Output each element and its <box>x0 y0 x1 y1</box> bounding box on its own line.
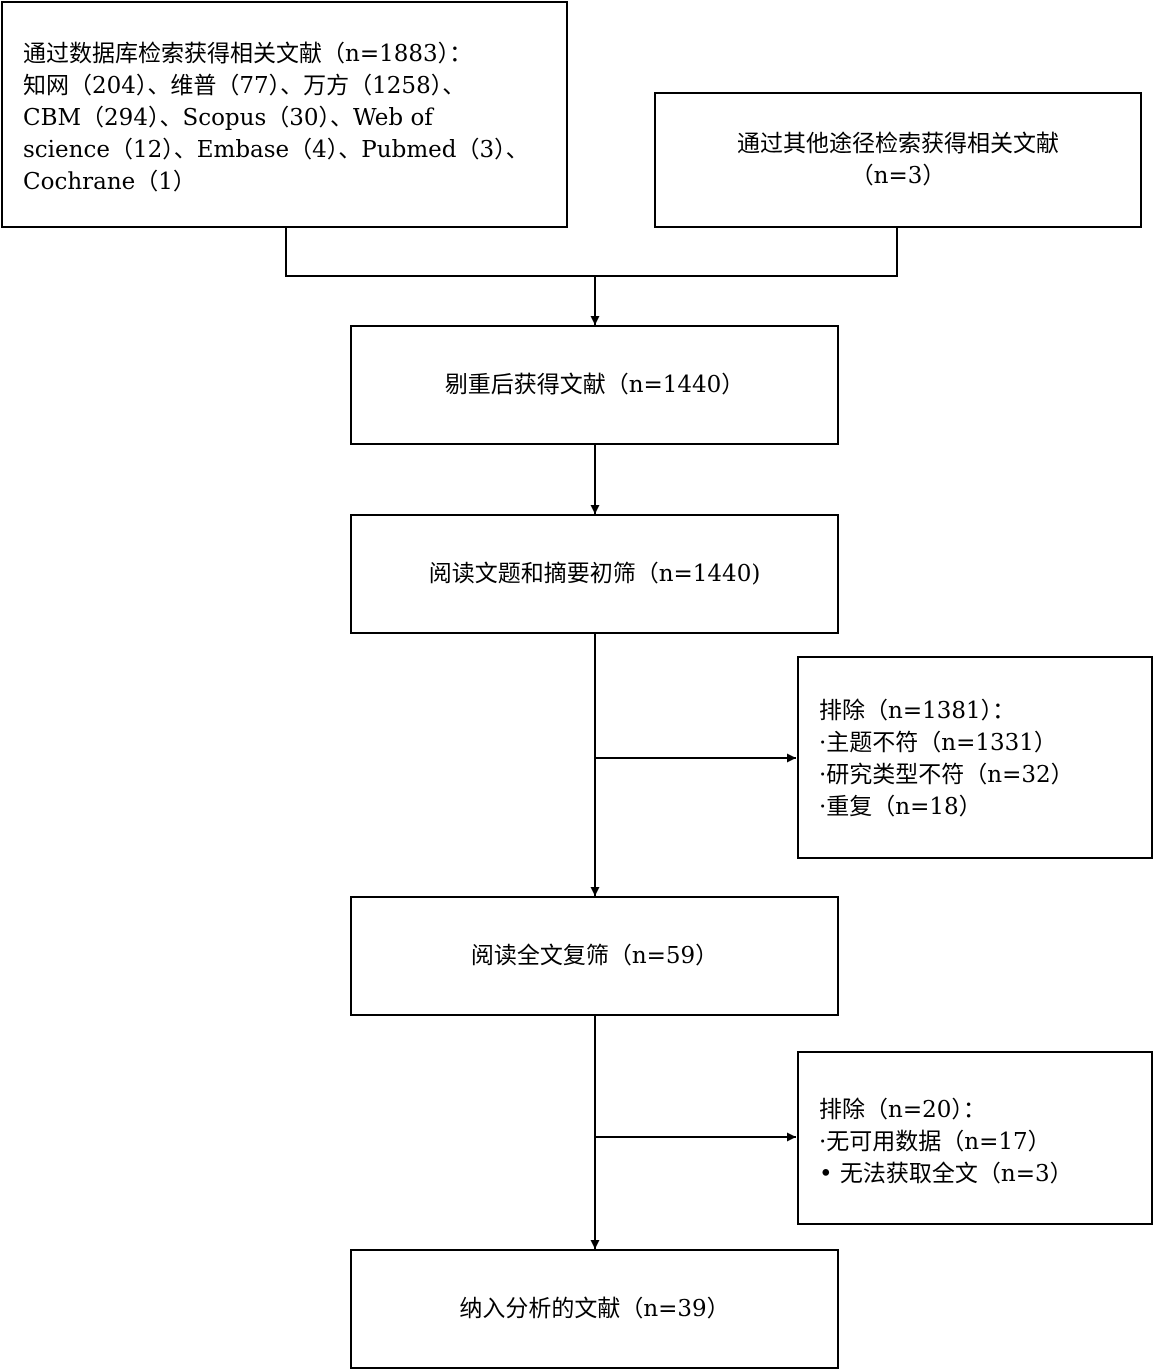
database-line-2: 知网（204）、维普（77）、万方（1258）、 <box>23 73 466 99</box>
database-line-3: CBM（294）、Scopus（30）、Web of <box>23 105 433 131</box>
fulltext-box: 阅读全文复筛（n=59） <box>350 896 839 1016</box>
exclusion-box-1: 排除（n=1381）： ·主题不符（n=1331） ·研究类型不符（n=32） … <box>797 656 1153 859</box>
fulltext-label: 阅读全文复筛（n=59） <box>470 943 719 969</box>
exclusion1-line-1: 排除（n=1381）： <box>819 698 1016 724</box>
dedup-box: 剔重后获得文献（n=1440） <box>350 325 839 445</box>
other-sources-line-2: （n=3） <box>850 163 946 189</box>
exclusion-box-2: 排除（n=20）： ·无可用数据（n=17） • 无法获取全文（n=3） <box>797 1051 1153 1225</box>
database-line-5: Cochrane（1） <box>23 169 196 195</box>
screening-box: 阅读文题和摘要初筛（n=1440) <box>350 514 839 634</box>
included-box: 纳入分析的文献（n=39） <box>350 1249 839 1369</box>
exclusion2-line-3: • 无法获取全文（n=3） <box>819 1161 1073 1187</box>
screening-label: 阅读文题和摘要初筛（n=1440) <box>428 561 761 587</box>
database-line-4: science（12）、Embase（4）、Pubmed（3）、 <box>23 137 529 163</box>
database-line-1: 通过数据库检索获得相关文献（n=1883）： <box>23 41 473 67</box>
merge-connector <box>285 228 898 277</box>
exclusion2-line-1: 排除（n=20）： <box>819 1097 986 1123</box>
exclusion2-line-2: ·无可用数据（n=17） <box>819 1129 1051 1155</box>
included-label: 纳入分析的文献（n=39） <box>459 1296 730 1322</box>
other-sources-box: 通过其他途径检索获得相关文献 （n=3） <box>654 92 1142 228</box>
exclusion1-line-4: ·重复（n=18） <box>819 794 982 820</box>
dedup-label: 剔重后获得文献（n=1440） <box>444 372 745 398</box>
exclusion1-line-3: ·研究类型不符（n=32） <box>819 762 1074 788</box>
exclusion1-line-2: ·主题不符（n=1331） <box>819 730 1057 756</box>
other-sources-line-1: 通过其他途径检索获得相关文献 <box>737 131 1059 157</box>
database-search-box: 通过数据库检索获得相关文献（n=1883）： 知网（204）、维普（77）、万方… <box>1 1 568 228</box>
